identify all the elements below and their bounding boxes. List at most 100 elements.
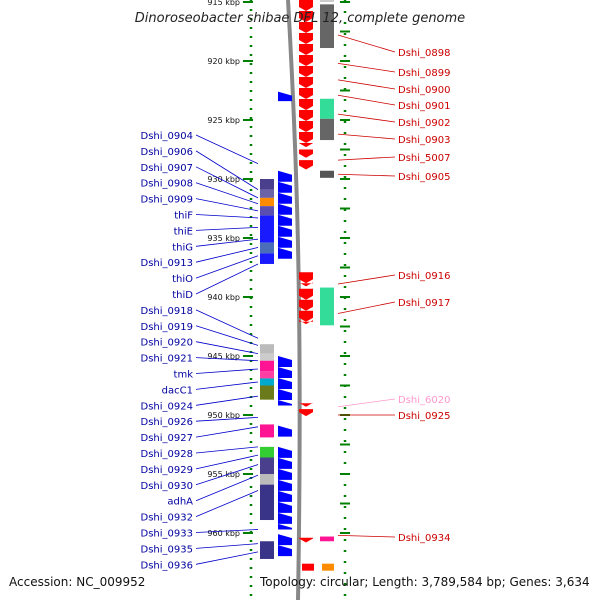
left-label-connector <box>195 255 259 279</box>
forward-gene-arrow <box>299 110 313 121</box>
right-label-connector <box>337 301 396 314</box>
reverse-gene-arrow <box>278 479 292 491</box>
forward-gene-arrow <box>299 88 313 99</box>
cog-color-block <box>260 446 274 458</box>
left-gene-label: Dshi_0918 <box>141 306 193 317</box>
scale-tick-label: 915 kbp <box>207 0 240 7</box>
right-gene-label: Dshi_0917 <box>398 298 450 309</box>
left-label-connector <box>195 182 259 205</box>
left-label-connector <box>195 464 259 486</box>
backbone <box>249 0 347 600</box>
reverse-gene-arrow <box>278 534 292 546</box>
forward-gene-arrow <box>299 33 313 44</box>
scale-tick-label: 935 kbp <box>207 234 240 243</box>
right-label-connector <box>337 534 396 538</box>
left-label-connector <box>195 395 259 406</box>
scale-tick-label: 930 kbp <box>207 175 240 184</box>
cog-color-block <box>260 189 274 198</box>
left-gene-label: Dshi_0904 <box>141 131 193 142</box>
reverse-gene-arrow <box>278 170 292 182</box>
left-gene-label: thiF <box>174 211 193 222</box>
left-gene-label: Dshi_0908 <box>141 179 193 190</box>
right-label-connector <box>337 398 396 408</box>
left-gene-label: Dshi_0924 <box>141 401 193 412</box>
cog-color-block <box>320 287 334 326</box>
left-label-connector <box>195 454 259 470</box>
cog-color-block <box>260 179 274 190</box>
left-gene-label: adhA <box>167 497 193 508</box>
reverse-gene-arrow <box>278 400 292 406</box>
left-gene-label: Dshi_0926 <box>141 417 193 428</box>
left-gene-label: thiG <box>172 242 193 253</box>
cog-color-block <box>260 378 274 386</box>
right-gene-label: Dshi_0900 <box>398 85 450 96</box>
scale-tick-label: 950 kbp <box>207 411 240 420</box>
forward-gene-arrow <box>299 77 313 88</box>
right-gene-label: Dshi_0898 <box>398 48 450 59</box>
left-gene-label: tmk <box>174 370 194 381</box>
left-label-connector <box>195 214 259 219</box>
left-gene-label: Dshi_0909 <box>141 195 193 206</box>
cog-color-block <box>260 360 274 372</box>
left-label-connector <box>195 490 259 517</box>
left-gene-label: thiO <box>172 274 193 285</box>
reverse-gene-arrow <box>278 468 292 480</box>
cog-color-block <box>260 541 274 559</box>
left-label-connector <box>195 134 259 165</box>
cog-color-block <box>320 4 334 49</box>
forward-gene-arrow <box>299 143 313 148</box>
forward-gene-arrow <box>299 121 313 132</box>
right-label-connector <box>337 34 396 53</box>
left-label-connector <box>195 247 259 263</box>
left-label-connector <box>195 416 259 422</box>
reverse-gene-arrow <box>278 545 292 557</box>
left-gene-label: Dshi_0928 <box>141 449 193 460</box>
left-label-connector <box>195 341 259 355</box>
left-gene-label: Dshi_0929 <box>141 465 193 476</box>
right-gene-label: Dshi_0903 <box>398 135 450 146</box>
left-gene-label: thiD <box>172 290 193 301</box>
left-gene-label: Dshi_0921 <box>141 354 193 365</box>
genome-summary-text: Topology: circular; Length: 3,789,584 bp… <box>260 575 590 589</box>
right-gene-label: Dshi_0916 <box>398 271 450 282</box>
cog-color-block <box>260 484 274 521</box>
forward-gene-arrow <box>299 66 313 77</box>
reverse-gene-arrow <box>278 512 292 524</box>
forward-gene-arrow <box>299 149 313 158</box>
forward-gene-arrow <box>299 99 313 110</box>
left-gene-label: Dshi_0920 <box>141 338 193 349</box>
right-gene-label: Dshi_5007 <box>398 153 450 164</box>
right-gene-label: Dshi_0901 <box>398 101 450 112</box>
cog-color-block <box>322 563 334 571</box>
forward-gene-arrow <box>299 55 313 66</box>
cog-color-block <box>260 242 274 254</box>
left-label-connector <box>195 474 259 502</box>
forward-gene-arrow <box>299 299 313 311</box>
forward-gene-arrow <box>299 0 313 11</box>
forward-gene-arrow <box>299 22 313 33</box>
left-label-connector <box>195 357 259 362</box>
reverse-gene-arrow <box>278 181 292 193</box>
cog-color-block <box>260 197 274 207</box>
left-label-connector <box>195 226 259 231</box>
reverse-gene-arrow <box>278 236 292 248</box>
right-label-connector <box>337 62 396 73</box>
right-gene-label: Dshi_0934 <box>398 533 450 544</box>
reverse-gene-arrow <box>278 214 292 226</box>
scale-tick-label: 920 kbp <box>207 57 240 66</box>
reverse-gene-arrow <box>278 446 292 458</box>
left-gene-label: Dshi_0936 <box>141 560 193 571</box>
left-label-connector <box>195 368 259 374</box>
reverse-gene-arrow <box>278 367 292 378</box>
right-gene-label: Dshi_0899 <box>398 68 450 79</box>
reverse-gene-arrow <box>278 378 292 389</box>
right-label-connector <box>337 94 396 106</box>
forward-gene-arrow <box>299 409 313 417</box>
right-label-connector <box>337 79 396 90</box>
reverse-gene-arrow <box>278 91 292 102</box>
reverse-gene-arrow <box>278 457 292 469</box>
reverse-gene-arrow <box>278 425 292 437</box>
left-gene-label: Dshi_0935 <box>141 544 193 555</box>
left-label-connector <box>195 166 259 199</box>
